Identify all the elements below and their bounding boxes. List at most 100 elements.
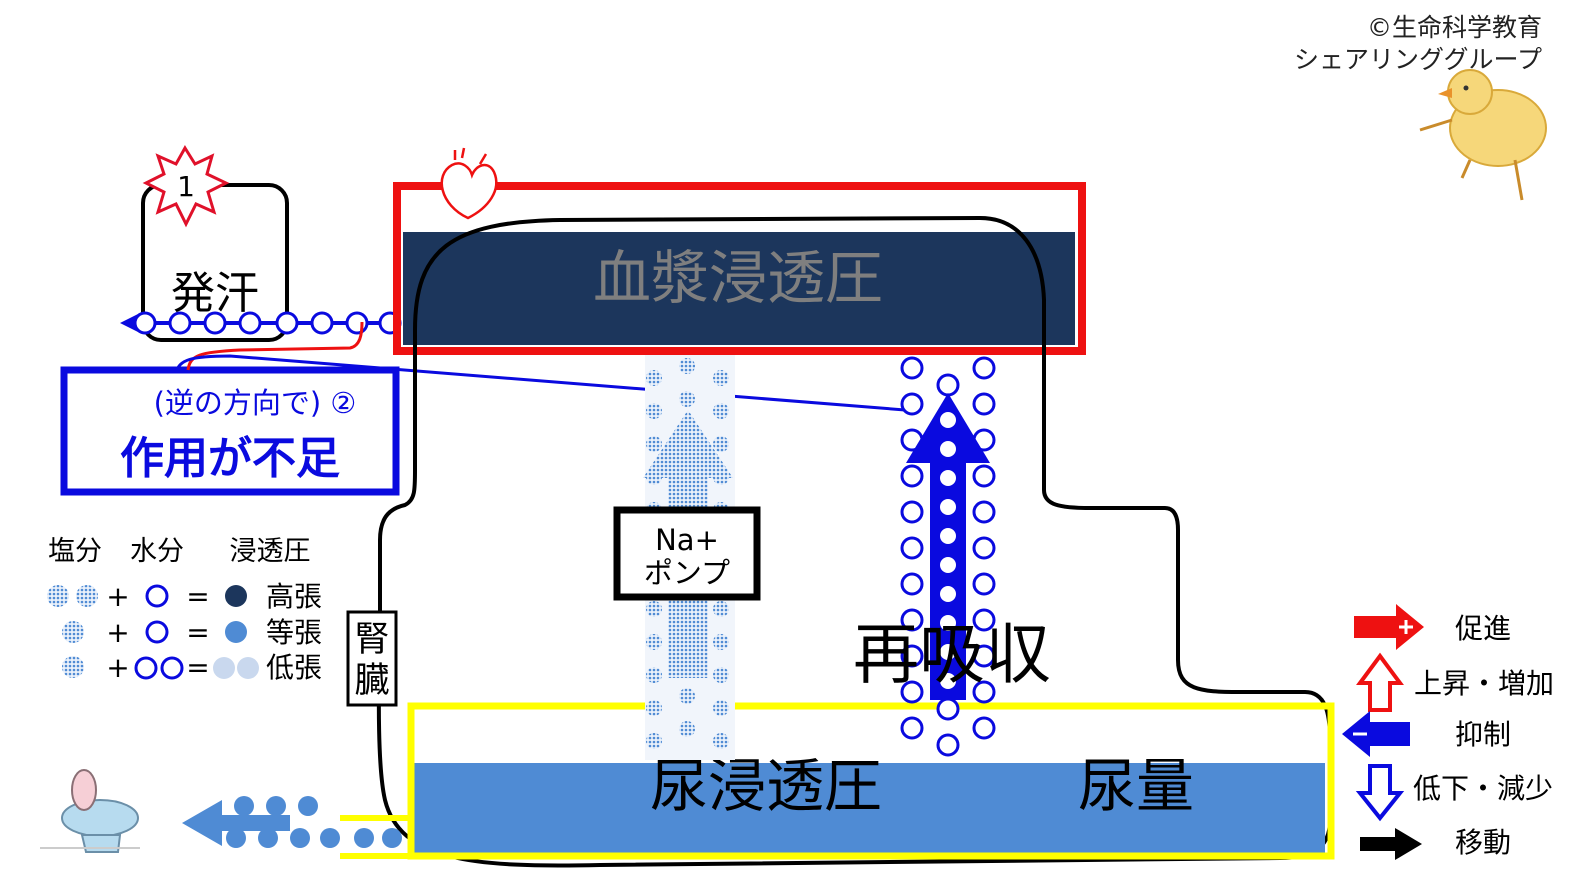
water-molecule [936, 697, 960, 721]
salt-molecule [646, 700, 662, 716]
water-molecule [203, 311, 227, 335]
urine-molecule [258, 828, 278, 848]
water-molecule [940, 499, 956, 515]
water-molecule [238, 311, 262, 335]
water-molecule [133, 311, 157, 335]
water-reabsorption-arrow [906, 393, 990, 700]
legend-hypotonic-dot [213, 657, 235, 679]
water-molecule [940, 673, 956, 689]
water-molecule [275, 311, 299, 335]
decrease-arrow-icon [1355, 764, 1405, 822]
burst-icon [142, 145, 230, 228]
urine-out-arrow [182, 800, 290, 846]
duck-illustration [1419, 69, 1547, 201]
legend-isotonic-dot [225, 621, 247, 643]
legend-hypotonic-dot [237, 657, 259, 679]
key-decrease-label: 低下・減少 [1413, 772, 1553, 805]
legend-water-dot [134, 656, 158, 680]
water-molecule [940, 586, 956, 602]
legend-header-osmo: 浸透圧 [230, 536, 311, 567]
urine-box-fill [413, 763, 1325, 853]
legend-plus: + [106, 580, 129, 613]
deficit-line1: (逆の方向で) ② [154, 386, 357, 420]
salt-molecule [646, 436, 662, 452]
water-molecule [940, 441, 956, 457]
legend-hypotonic-label: 低張 [266, 651, 322, 684]
salt-molecule [679, 358, 695, 374]
salt-molecule [679, 721, 695, 737]
legend-water-dot [145, 584, 169, 608]
urine-molecule [298, 796, 318, 816]
urine-out-dots [226, 796, 402, 848]
salt-molecule [679, 391, 695, 407]
urine-molecule [266, 796, 286, 816]
move-arrow-icon [1360, 828, 1422, 860]
salt-molecule [713, 403, 729, 419]
legend-header-water: 水分 [130, 536, 184, 567]
water-molecule [972, 608, 996, 632]
water-molecule [900, 464, 924, 488]
legend-hypertonic-label: 高張 [266, 580, 322, 613]
water-molecule [940, 644, 956, 660]
water-molecule [972, 392, 996, 416]
legend-salt-dot [62, 621, 84, 643]
na-pump-line2: ポンプ [644, 556, 730, 590]
water-molecule [972, 572, 996, 596]
symbol-key: 促進 上昇・増加 抑制 低下・減少 移動 [1342, 604, 1554, 860]
water-molecule [972, 680, 996, 704]
urine-molecule [226, 828, 246, 848]
salt-molecule [713, 733, 729, 749]
water-molecule [936, 373, 960, 397]
key-inhibit-label: 抑制 [1455, 718, 1511, 751]
step-1-number: 1 [177, 170, 195, 203]
legend-plus: + [106, 651, 129, 684]
water-molecule [168, 311, 192, 335]
urine-box-frame [407, 702, 1335, 860]
urine-osmolality-label: 尿浸透圧 [650, 752, 882, 820]
kidney-label-char-2: 臓 [354, 661, 389, 701]
legend-water-dot [145, 620, 169, 644]
legend-equals: = [186, 580, 209, 613]
water-molecule [900, 392, 924, 416]
legend-header-salt: 塩分 [48, 536, 102, 567]
water-molecule [900, 500, 924, 524]
salt-molecule [646, 601, 662, 617]
legend-water-dot [160, 656, 184, 680]
water-molecule [972, 536, 996, 560]
water-molecule [940, 528, 956, 544]
key-promote-label: 促進 [1455, 612, 1511, 645]
legend-salt-dot [62, 656, 84, 678]
salt-molecule [713, 601, 729, 617]
urine-molecule [382, 828, 402, 848]
signal-blue-line [174, 354, 906, 412]
increase-arrow-icon [1356, 652, 1404, 712]
salt-molecule [646, 667, 662, 683]
copyright-line2: シェアリンググループ [1294, 45, 1542, 74]
plasma-osmolality-label: 血漿浸透圧 [593, 244, 883, 312]
water-molecule [900, 608, 924, 632]
salt-molecule [713, 634, 729, 650]
water-molecule [972, 716, 996, 740]
water-molecule [900, 680, 924, 704]
legend-hypertonic-dot [225, 585, 247, 607]
urine-molecule [234, 796, 254, 816]
kidney-label-char-1: 腎 [354, 620, 389, 660]
water-molecule [940, 412, 956, 428]
plasma-box-frame [393, 182, 1086, 355]
water-molecule [972, 356, 996, 380]
water-molecule [972, 644, 996, 668]
deficit-box [60, 366, 400, 496]
reabsorption-label: 再吸収 [853, 616, 1051, 693]
water-molecule [900, 536, 924, 560]
salt-molecule [679, 688, 695, 704]
water-arrow-dots [940, 412, 956, 689]
heart-icon [440, 147, 498, 220]
na-pump-line1: Na+ [655, 523, 719, 557]
water-out-dots [133, 311, 402, 335]
salt-molecule [713, 700, 729, 716]
legend-salt-dot [47, 585, 69, 607]
key-increase-label: 上昇・増加 [1414, 667, 1554, 700]
legend: 塩分 水分 浸透圧 + = 高張 + = 等張 + = 低張 [47, 536, 322, 684]
water-molecule [936, 733, 960, 757]
water-molecule [940, 557, 956, 573]
